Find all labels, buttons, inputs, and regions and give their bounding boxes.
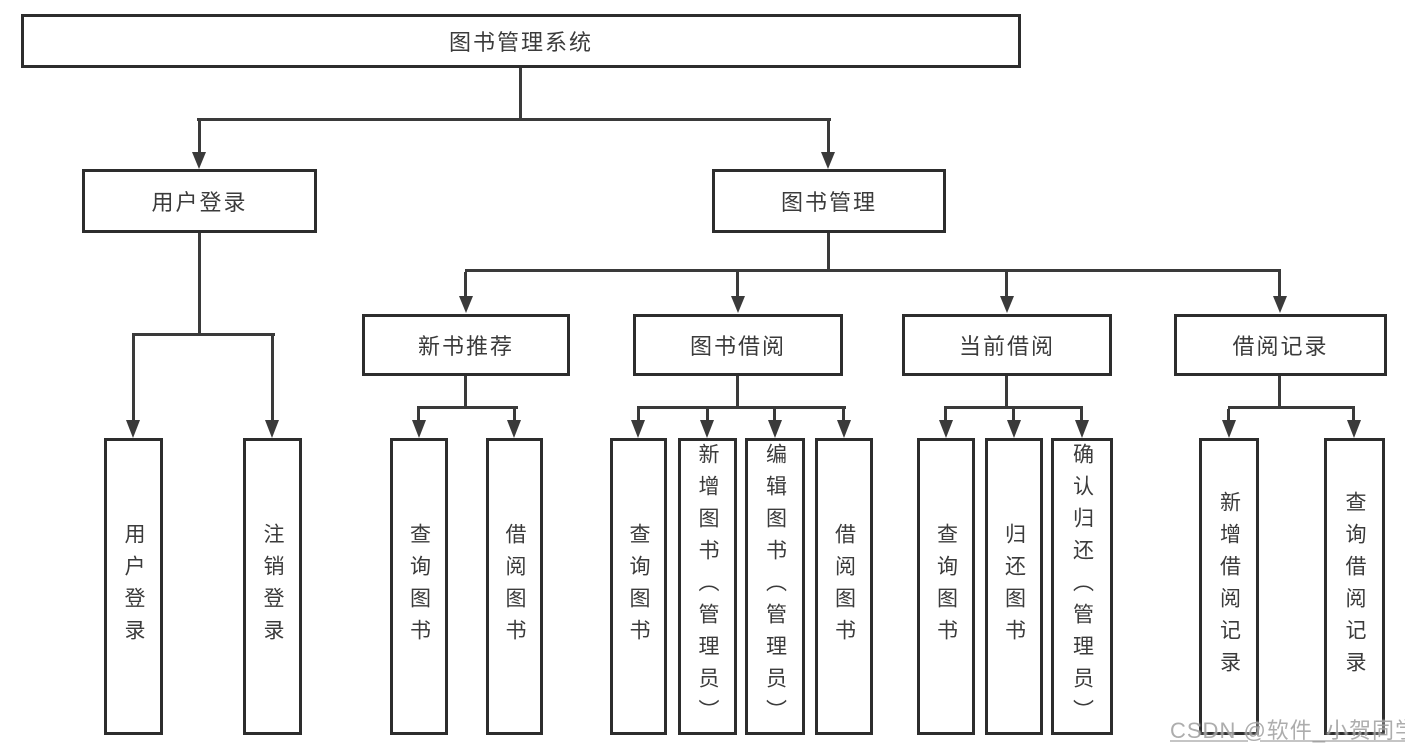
edge-root-hline [197, 118, 831, 121]
edge-borrow-shaft-3 [773, 409, 776, 420]
leaf-current-confirm-admin-label: 确认归还（管理员） [1070, 442, 1094, 731]
edge-mgmt-shaft-4 [1278, 272, 1281, 296]
arrowhead-to-new-books [459, 296, 473, 313]
edge-login-shaft-2 [271, 336, 274, 420]
leaf-newbooks-borrow-label: 借阅图书 [503, 522, 527, 651]
arrowhead-to-book-mgmt [821, 152, 835, 169]
node-book-mgmt: 图书管理 [712, 169, 946, 233]
edge-records-hline [1228, 406, 1355, 409]
node-current-borrow: 当前借阅 [902, 314, 1112, 376]
arrowhead-login-leaf-1 [126, 420, 140, 438]
node-new-books: 新书推荐 [362, 314, 570, 376]
arrowhead-newbooks-leaf-2 [507, 420, 521, 438]
leaf-borrow-edit-admin: 编辑图书（管理员） [745, 438, 805, 735]
leaf-current-query-label: 查询图书 [934, 522, 958, 651]
edge-current-hline [944, 406, 1083, 409]
leaf-newbooks-query: 查询图书 [390, 438, 448, 735]
edge-root-shaft-right [827, 121, 830, 152]
edge-login-hline [132, 333, 275, 336]
leaf-newbooks-borrow: 借阅图书 [486, 438, 543, 735]
leaf-borrow-borrow-label: 借阅图书 [832, 522, 856, 651]
arrowhead-current-leaf-2 [1007, 420, 1021, 438]
csdn-watermark: CSDN @软件_小贺同学 [1170, 718, 1405, 743]
leaf-logout-label: 注销登录 [261, 522, 285, 651]
node-borrow-records-label: 借阅记录 [1232, 334, 1329, 359]
arrowhead-records-leaf-1 [1222, 420, 1236, 438]
node-book-borrow-label: 图书借阅 [689, 334, 786, 359]
arrowhead-to-user-login [192, 152, 206, 169]
leaf-user-login-label: 用户登录 [122, 522, 146, 651]
arrowhead-borrow-leaf-2 [700, 420, 714, 438]
leaf-borrow-edit-admin-label: 编辑图书（管理员） [763, 442, 787, 731]
leaf-records-add-label: 新增借阅记录 [1217, 490, 1241, 683]
arrowhead-borrow-leaf-1 [631, 420, 645, 438]
node-user-login: 用户登录 [82, 169, 317, 233]
edge-current-shaft-1 [944, 409, 947, 420]
leaf-user-login: 用户登录 [104, 438, 163, 735]
arrowhead-borrow-leaf-4 [837, 420, 851, 438]
edge-mgmt-shaft-1 [464, 272, 467, 296]
edge-records-stem [1278, 376, 1281, 407]
leaf-borrow-borrow: 借阅图书 [815, 438, 873, 735]
arrowhead-to-borrow [731, 296, 745, 313]
arrowhead-to-current [1000, 296, 1014, 313]
leaf-current-return: 归还图书 [985, 438, 1043, 735]
arrowhead-newbooks-leaf-1 [412, 420, 426, 438]
node-borrow-records: 借阅记录 [1174, 314, 1387, 376]
edge-mgmt-shaft-3 [1005, 272, 1008, 296]
node-root: 图书管理系统 [21, 14, 1021, 68]
edge-current-stem [1005, 376, 1008, 407]
edge-root-shaft-left [198, 121, 201, 152]
edge-newbooks-shaft-2 [513, 409, 516, 420]
leaf-records-add: 新增借阅记录 [1199, 438, 1259, 735]
arrowhead-records-leaf-2 [1347, 420, 1361, 438]
node-book-mgmt-label: 图书管理 [780, 190, 877, 215]
edge-mgmt-hline [465, 269, 1281, 272]
leaf-borrow-add-admin: 新增图书（管理员） [678, 438, 737, 735]
edge-login-stem [198, 233, 201, 334]
edge-newbooks-shaft-1 [417, 409, 420, 420]
edge-borrow-shaft-4 [842, 409, 845, 420]
edge-mgmt-stem [827, 233, 830, 271]
edge-root-stem [519, 68, 522, 120]
edge-login-shaft-1 [132, 336, 135, 420]
edge-borrow-stem [736, 376, 739, 407]
leaf-borrow-query: 查询图书 [610, 438, 667, 735]
edge-borrow-hline [637, 406, 846, 409]
leaf-current-confirm-admin: 确认归还（管理员） [1051, 438, 1113, 735]
node-user-login-label: 用户登录 [151, 190, 248, 215]
edge-newbooks-hline [417, 406, 518, 409]
node-book-borrow: 图书借阅 [633, 314, 843, 376]
edge-records-shaft-1 [1227, 409, 1230, 420]
leaf-borrow-query-label: 查询图书 [627, 522, 651, 651]
node-new-books-label: 新书推荐 [417, 334, 514, 359]
arrowhead-borrow-leaf-3 [768, 420, 782, 438]
leaf-current-return-label: 归还图书 [1002, 522, 1026, 651]
leaf-records-query: 查询借阅记录 [1324, 438, 1385, 735]
arrowhead-current-leaf-1 [939, 420, 953, 438]
edge-borrow-shaft-2 [706, 409, 709, 420]
edge-current-shaft-3 [1080, 409, 1083, 420]
arrowhead-login-leaf-2 [265, 420, 279, 438]
edge-borrow-shaft-1 [637, 409, 640, 420]
leaf-records-query-label: 查询借阅记录 [1343, 490, 1367, 683]
leaf-newbooks-query-label: 查询图书 [407, 522, 431, 651]
leaf-logout: 注销登录 [243, 438, 302, 735]
arrowhead-to-records [1273, 296, 1287, 313]
leaf-current-query: 查询图书 [917, 438, 975, 735]
leaf-borrow-add-admin-label: 新增图书（管理员） [696, 442, 720, 731]
arrowhead-current-leaf-3 [1075, 420, 1089, 438]
node-current-borrow-label: 当前借阅 [958, 334, 1055, 359]
edge-mgmt-shaft-2 [736, 272, 739, 296]
edge-newbooks-stem [464, 376, 467, 407]
node-root-label: 图书管理系统 [448, 30, 593, 55]
edge-current-shaft-2 [1012, 409, 1015, 420]
edge-records-shaft-2 [1352, 409, 1355, 420]
